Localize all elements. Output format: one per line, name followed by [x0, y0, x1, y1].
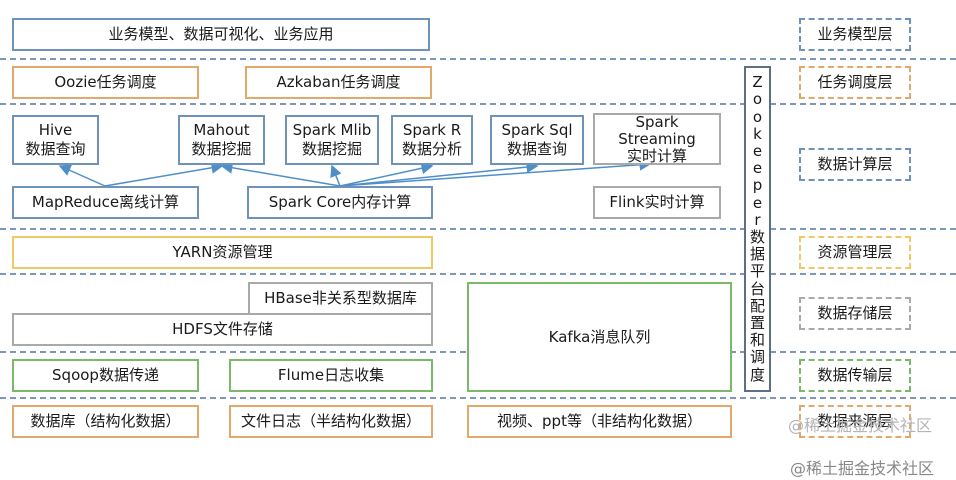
- hive-box: Hive 数据查询: [12, 115, 99, 165]
- zookeeper-char: 置: [749, 314, 765, 333]
- arrow-mapreduce-hive: [58, 164, 106, 187]
- zookeeper-char: 平: [749, 262, 765, 281]
- oozie-box: Oozie任务调度: [12, 66, 199, 99]
- zookeeper-char: 配: [749, 296, 765, 315]
- zookeeper-char: 据: [749, 245, 765, 264]
- arrow-sparkcore-r: [339, 162, 434, 187]
- zookeeper-char: r: [754, 210, 761, 229]
- spark-sql-box: Spark Sql 数据查询: [490, 115, 584, 165]
- zookeeper-char: 度: [749, 365, 765, 384]
- arrow-mapreduce-mahout: [104, 161, 224, 187]
- media-source-box: 视频、ppt等（非结构化数据）: [467, 405, 732, 438]
- separator-line: [0, 103, 956, 105]
- flink-box: Flink实时计算: [593, 186, 721, 219]
- layer-label-storage: 数据存储层: [799, 297, 911, 330]
- zookeeper-char: e: [752, 141, 763, 160]
- azkaban-box: Azkaban任务调度: [245, 66, 432, 99]
- zookeeper-char: e: [752, 193, 763, 212]
- zookeeper-char: o: [752, 107, 763, 126]
- zookeeper-char: 台: [749, 279, 765, 298]
- watermark-inner: @稀土掘金技术社区: [788, 416, 933, 435]
- log-source-box: 文件日志（半结构化数据）: [229, 405, 433, 438]
- mapreduce-box: MapReduce离线计算: [12, 186, 199, 219]
- arrow-sparkcore-mahout: [220, 161, 341, 187]
- spark-r-box: Spark R 数据分析: [391, 115, 473, 165]
- zookeeper-char: 和: [749, 331, 765, 350]
- zookeeper-char: 数: [749, 228, 765, 246]
- separator-line: [0, 397, 956, 399]
- zookeeper-char: p: [752, 176, 763, 195]
- separator-line: [0, 58, 956, 60]
- spark-streaming-box: Spark Streaming 实时计算: [593, 113, 721, 165]
- yarn-box: YARN资源管理: [12, 236, 433, 269]
- zookeeper-char: o: [752, 90, 763, 109]
- arrow-sparkcore-streaming: [339, 158, 652, 187]
- zookeeper-char: Z: [752, 73, 763, 92]
- arrow-sparkcore-mlib: [330, 164, 342, 187]
- zookeeper-char: 调: [749, 348, 765, 367]
- sqoop-box: Sqoop数据传递: [12, 359, 199, 392]
- layer-label-business-model: 业务模型层: [799, 18, 911, 51]
- kafka-box: Kafka消息队列: [467, 282, 732, 392]
- layer-label-resource: 资源管理层: [799, 236, 911, 269]
- hbase-box: HBase非关系型数据库: [248, 282, 433, 315]
- layer-label-transfer: 数据传输层: [799, 359, 911, 392]
- arrow-sparkcore-sql: [339, 161, 539, 187]
- zookeeper-bar: Z o o k e e p e r 数 据 平 台 配 置 和 调 度: [744, 66, 771, 392]
- watermark-outer: @稀土掘金技术社区: [790, 459, 935, 478]
- layer-label-scheduling: 任务调度层: [799, 66, 911, 99]
- business-apps-box: 业务模型、数据可视化、业务应用: [12, 18, 430, 51]
- mahout-box: Mahout 数据挖掘: [178, 115, 265, 165]
- separator-line: [0, 273, 956, 275]
- zookeeper-char: e: [752, 159, 763, 178]
- layer-label-compute: 数据计算层: [799, 148, 911, 181]
- spark-core-box: Spark Core内存计算: [247, 186, 433, 219]
- layer-label-source: 数据来源层: [799, 405, 911, 438]
- flume-box: Flume日志收集: [229, 359, 433, 392]
- zookeeper-char: k: [753, 124, 762, 143]
- database-source-box: 数据库（结构化数据）: [12, 405, 199, 438]
- spark-mlib-box: Spark Mlib 数据挖掘: [285, 115, 379, 165]
- hdfs-box: HDFS文件存储: [12, 313, 433, 346]
- separator-line: [0, 228, 956, 230]
